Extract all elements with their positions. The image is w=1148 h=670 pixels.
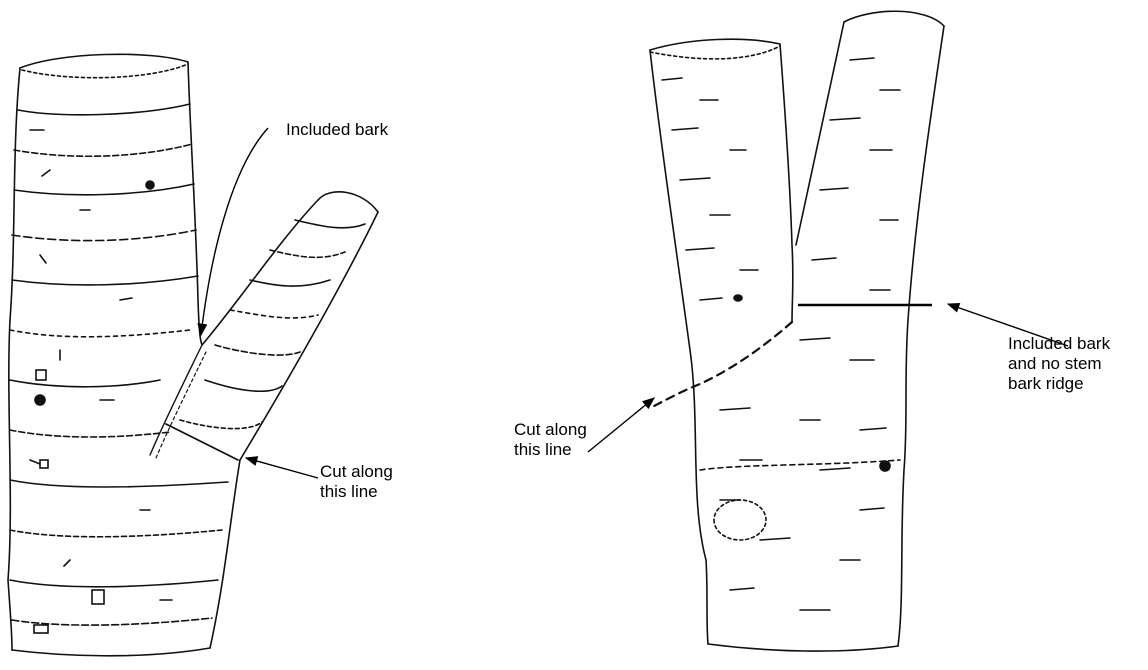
right-cut-arrow [588, 398, 654, 452]
left-included-bark-label: Included bark [286, 120, 388, 140]
left-cut-arrow [246, 458, 318, 478]
right-included-bark-line3: bark ridge [1008, 374, 1110, 394]
right-cut-label-line1: Cut along [514, 420, 587, 440]
left-cut-label-line2: this line [320, 482, 393, 502]
right-cut-line [654, 322, 792, 406]
right-cut-label: Cut along this line [514, 420, 587, 460]
left-cut-label: Cut along this line [320, 462, 393, 502]
right-included-bark-line2: and no stem [1008, 354, 1110, 374]
left-cut-label-line1: Cut along [320, 462, 393, 482]
right-trunk-illustration [650, 11, 944, 651]
right-cut-label-line2: this line [514, 440, 587, 460]
left-trunk-illustration [8, 54, 240, 655]
left-cut-line [166, 424, 238, 460]
right-included-bark-label: Included bark and no stem bark ridge [1008, 334, 1110, 394]
right-included-bark-line1: Included bark [1008, 334, 1110, 354]
